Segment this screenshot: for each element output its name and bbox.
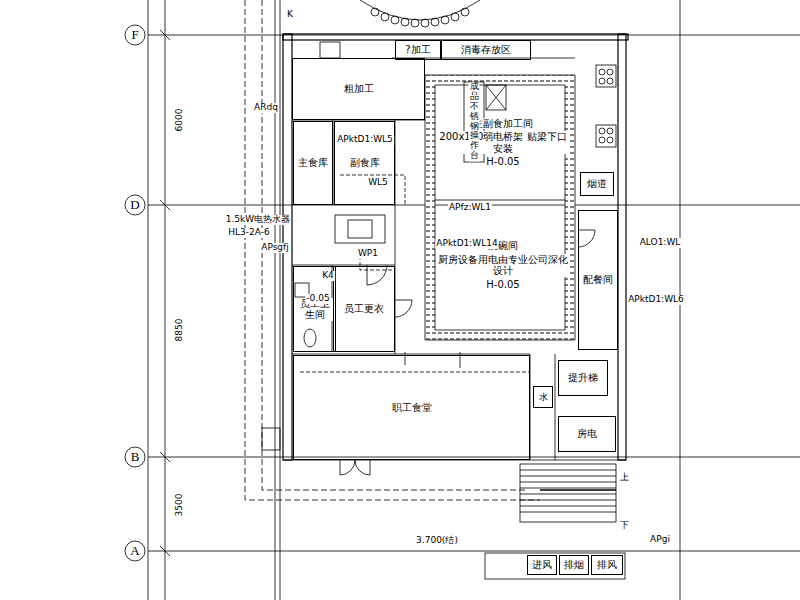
annotation-text: APktD1:WL5 [336, 135, 394, 145]
room-box: 排风 [591, 555, 623, 575]
room-name: 配餐间 [582, 274, 614, 286]
axis-label: A [129, 544, 140, 558]
room-box: 员工更衣 [333, 266, 395, 352]
dimension-text: 6000 [175, 108, 185, 133]
room-box: 烟道 [580, 172, 614, 196]
dimension-text: 8850 [175, 318, 185, 343]
room-name: 主食库 [297, 157, 329, 169]
room-name: ?加工 [404, 44, 431, 56]
room-name: 房电 [576, 428, 598, 440]
room-note: H-0.05 [485, 279, 520, 291]
room-name: 进风 [531, 559, 553, 571]
axis-label: D [129, 198, 140, 212]
room-note: H-0.05 [485, 156, 520, 168]
room-box: 副食库 [334, 121, 395, 205]
room-name: 排烟 [563, 559, 585, 571]
room-box: ?加工 [395, 40, 441, 60]
annotation-text: APktD1:WL6 [627, 295, 685, 305]
annotation-text: APktD1:WL14 [435, 239, 498, 249]
annotation-text: WL5 [367, 178, 389, 188]
room-box: 职工食堂 [293, 355, 530, 460]
annotation-text: HL3-2A-6 [227, 228, 270, 238]
room-name: 主副食加工间 [472, 118, 534, 130]
axis-label: F [130, 28, 139, 42]
room-note: 厨房设备用电由专业公司深化设计 [436, 254, 570, 277]
room-name: 员工更衣 [343, 303, 385, 315]
annotation-text: 成品不锈钢操作台 [469, 82, 480, 161]
room-box: 配餐间 [578, 210, 618, 350]
annotation-text: ALO1:WL [639, 238, 682, 248]
room-box: 主食库 [293, 121, 333, 205]
room-box: 房电 [558, 416, 616, 452]
annotation-text: -0.05 [305, 294, 330, 304]
room-name: 烟道 [586, 178, 608, 190]
annotation-text: K [286, 10, 294, 20]
room-note: 200x100弱电桥架 贴梁下口安装 [436, 131, 570, 154]
room-box: 洗碗间厨房设备用电由专业公司深化设计H-0.05 [436, 201, 570, 329]
annotation-text: APgi [649, 535, 671, 545]
annotation-text: ARdq [253, 103, 279, 113]
annotation-text: 上 [619, 473, 630, 483]
room-name: 职工食堂 [391, 402, 433, 414]
room-name: 排风 [596, 559, 618, 571]
room-box: 排烟 [559, 555, 589, 575]
room-name: 提升梯 [567, 372, 599, 384]
dimension-text: 3500 [175, 493, 185, 518]
room-box: 主副食加工间200x100弱电桥架 贴梁下口安装 H-0.05 [436, 86, 570, 199]
room-box: 粗加工 [292, 58, 425, 120]
room-box: 消毒存放区 [441, 40, 531, 60]
room-box: 提升梯 [558, 360, 608, 396]
room-name: 副食库 [349, 157, 381, 169]
annotation-text: K4 [321, 271, 335, 281]
annotation-text: 下 [619, 521, 630, 531]
axis-label: B [130, 450, 141, 464]
annotation-text: 1.5kW电热水器 [225, 215, 291, 225]
room-name: 粗加工 [343, 83, 375, 95]
room-name: 消毒存放区 [460, 44, 512, 56]
room-box: 进风 [527, 555, 557, 575]
room-name: 水 [538, 392, 549, 402]
annotation-text: APfz:WL1 [448, 203, 492, 213]
room-box: 水 [533, 386, 553, 408]
annotation-text: WP1 [357, 249, 379, 259]
annotation-text: APsgfj [260, 243, 290, 253]
annotation-text: 3.700(结) [415, 536, 459, 546]
